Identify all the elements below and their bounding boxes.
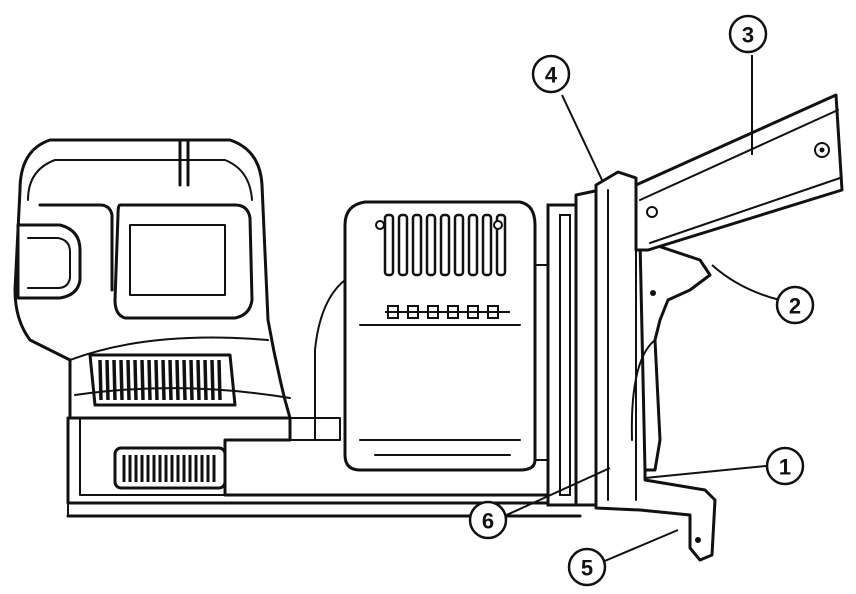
callout-4-number: 4 — [545, 63, 558, 88]
leader-lines — [499, 55, 781, 564]
base-vent-grille — [113, 446, 227, 490]
callout-1-number: 1 — [779, 455, 791, 480]
callout-6-number: 6 — [482, 509, 494, 534]
battery-pack — [314, 200, 549, 472]
callout-6: 6 — [468, 500, 508, 540]
callout-5-number: 5 — [581, 556, 593, 581]
laser-body — [13, 138, 292, 420]
callout-2-number: 2 — [789, 294, 801, 319]
callout-3: 3 — [728, 14, 768, 54]
wall-rail — [634, 93, 844, 252]
mounting-slider — [546, 188, 602, 507]
callout-3-number: 3 — [742, 23, 754, 48]
callout-2: 2 — [775, 285, 815, 325]
laser-knurl — [74, 353, 291, 407]
callout-4: 4 — [531, 54, 571, 94]
callout-1: 1 — [765, 446, 805, 486]
callout-5: 5 — [567, 547, 607, 587]
